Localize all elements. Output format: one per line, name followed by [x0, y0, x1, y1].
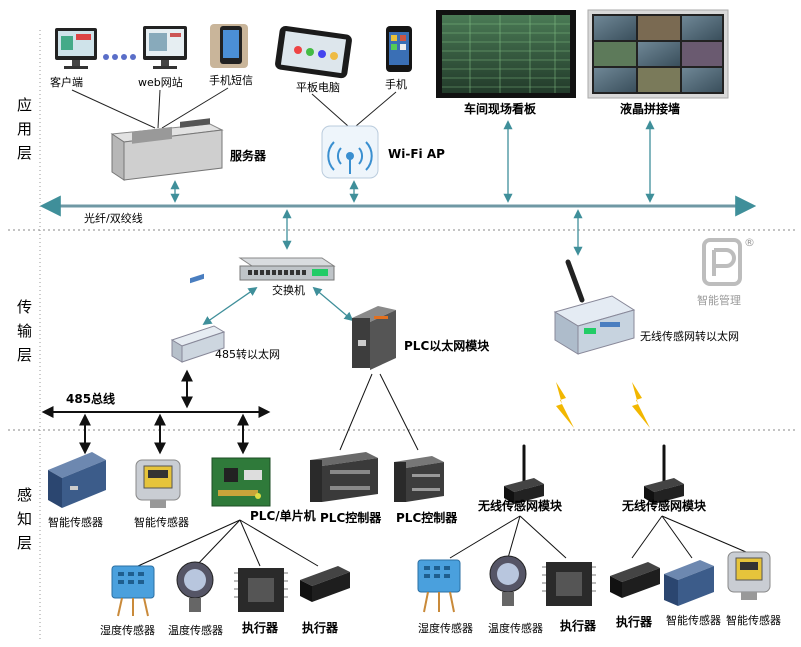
- plc-ethernet-label: PLC以太网模块: [404, 338, 490, 353]
- web-label: web网站: [138, 75, 183, 89]
- rs485-converter-icon: [170, 273, 226, 363]
- lcd-wall-icon: [587, 9, 729, 99]
- layer-label-perc-3: 层: [17, 534, 32, 552]
- actuator-ic-4-icon: [610, 562, 660, 598]
- wifi-fanin-lines: [311, 91, 397, 127]
- layer-label-perc-1: 感: [17, 486, 32, 504]
- tablet-icon: [275, 25, 352, 79]
- client-label: 客户端: [50, 75, 83, 89]
- temperature-sensor-1-icon: [176, 561, 214, 612]
- web-monitor-icon: [143, 26, 187, 69]
- wireless-bolt-left: [556, 382, 574, 428]
- wireless-module-2-icon: [644, 444, 684, 504]
- smart-sensor-3-icon: [664, 560, 714, 606]
- layer-label-app-2: 用: [17, 120, 32, 138]
- wifi-ap-icon: [321, 125, 379, 179]
- smart-sensor-2-label: 智能传感器: [134, 515, 189, 529]
- temperature-sensor-2-label: 温度传感器: [488, 621, 543, 635]
- plc-controller-icon: [310, 452, 378, 502]
- layer-label-app-1: 应: [17, 96, 32, 114]
- network-dots-icon: [103, 54, 136, 60]
- sms-label: 手机短信: [209, 73, 253, 87]
- layer-label-perc-2: 知: [17, 510, 32, 528]
- smart-sensor-3-label: 智能传感器: [666, 613, 721, 627]
- wireless-bolt-right: [632, 382, 650, 428]
- switch-to-plc-module: [312, 286, 354, 322]
- server-fanin-lines: [71, 87, 229, 129]
- plc-controller-2-icon: [394, 456, 444, 502]
- smart-sensor-display-icon: [135, 459, 181, 508]
- plc-controller-1-label: PLC控制器: [320, 510, 382, 525]
- wireless1-fanout-lines: [449, 515, 567, 559]
- actuator-1-label: 执行器: [242, 620, 279, 635]
- plc-controller-2-label: PLC控制器: [396, 510, 458, 525]
- smart-sensor-4-label: 智能传感器: [726, 613, 781, 627]
- layer-label-app-3: 层: [17, 144, 32, 162]
- plc-mcu-label: PLC/单片机: [250, 508, 316, 523]
- actuator-chip-1-icon: [234, 568, 288, 612]
- rs485-bus-label: 485总线: [66, 391, 115, 406]
- server-icon: [110, 118, 224, 181]
- server-label: 服务器: [230, 148, 267, 163]
- smart-management-logo: ® 智能管理: [697, 236, 755, 307]
- wireless2-fanout-lines: [631, 515, 747, 559]
- workshop-board-icon: [436, 10, 576, 98]
- plc-module-to-controller2: [379, 373, 419, 451]
- logo-mark: ®: [744, 236, 755, 249]
- humidity-sensor-2-label: 湿度传感器: [418, 621, 473, 635]
- plc-module-to-controller1: [339, 373, 373, 451]
- actuator-ic-2-icon: [300, 566, 350, 602]
- temperature-sensor-1-label: 温度传感器: [168, 623, 223, 637]
- plc-ethernet-module-icon: [352, 306, 396, 370]
- layer-label-trans-3: 层: [17, 346, 32, 364]
- lcd-wall-label: 液晶拼接墙: [620, 101, 680, 116]
- phone-label: 手机: [385, 77, 407, 91]
- rs485-converter-label: 485转以太网: [215, 347, 280, 361]
- wireless-module-1-icon: [504, 444, 544, 504]
- smart-sensor-1-label: 智能传感器: [48, 515, 103, 529]
- actuator-chip-3-icon: [542, 562, 596, 606]
- workshop-board-label: 车间现场看板: [464, 101, 537, 116]
- mcu-board-icon: [211, 457, 271, 507]
- actuator-3-label: 执行器: [560, 618, 597, 633]
- humidity-sensor-1-label: 湿度传感器: [100, 623, 155, 637]
- network-switch-icon: [238, 257, 336, 281]
- sms-phone-icon: [210, 24, 248, 68]
- switch-to-converter: [202, 286, 258, 326]
- mcu-fanout-lines: [137, 519, 319, 567]
- logo-text: 智能管理: [697, 293, 741, 307]
- layer-label-trans-2: 输: [17, 322, 32, 340]
- smart-sensor-4-icon: [727, 551, 771, 600]
- client-monitor-icon: [55, 28, 97, 69]
- actuator-2-label: 执行器: [302, 620, 339, 635]
- layer-label-trans-1: 传: [17, 298, 32, 316]
- wifi-label: Wi-Fi AP: [388, 147, 445, 161]
- tablet-label: 平板电脑: [296, 80, 340, 94]
- mobile-phone-icon: [386, 26, 412, 72]
- humidity-sensor-2-icon: [417, 559, 461, 613]
- wireless-gateway-label: 无线传感网转以太网: [640, 329, 739, 343]
- fiber-bus-label: 光纤/双绞线: [84, 211, 143, 225]
- switch-label: 交换机: [272, 283, 305, 297]
- wireless-gateway-icon: [553, 259, 636, 355]
- actuator-4-label: 执行器: [616, 614, 653, 629]
- wireless-module-1-label: 无线传感网模块: [477, 498, 563, 513]
- temperature-sensor-2-icon: [489, 555, 527, 606]
- humidity-sensor-1-icon: [111, 565, 155, 617]
- wireless-module-2-label: 无线传感网模块: [621, 498, 707, 513]
- smart-sensor-icon: [48, 452, 106, 508]
